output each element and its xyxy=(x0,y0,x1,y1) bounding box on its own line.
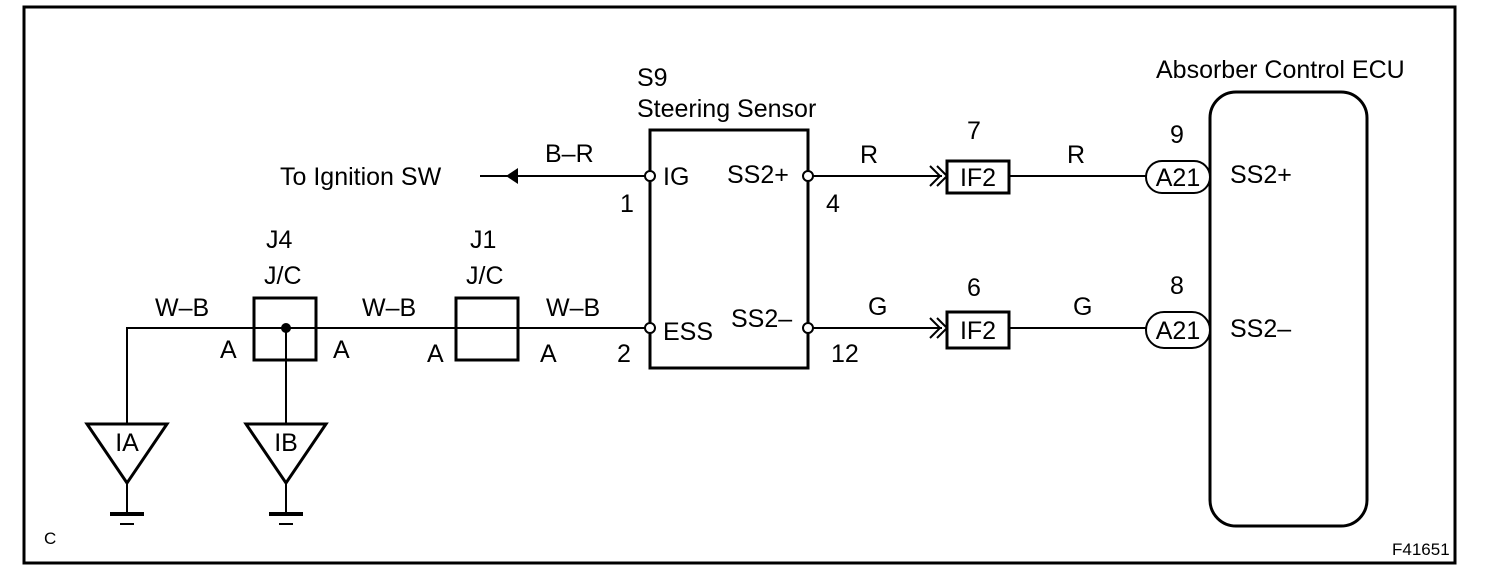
sensor-pin-ss2-plus: SS2+ xyxy=(727,161,789,189)
lower-ecu-connector-code: A21 xyxy=(1156,317,1200,345)
sensor-terminal-ig xyxy=(644,170,656,182)
upper-connector-code: IF2 xyxy=(960,164,996,192)
sensor-pin-ess: ESS xyxy=(663,318,713,346)
j1-left-pin: A xyxy=(427,340,444,368)
sensor-terminal-ss2-plus xyxy=(802,170,814,182)
ecu-title: Absorber Control ECU xyxy=(1156,56,1405,84)
diagram-frame xyxy=(22,5,1457,565)
ignition-wire-color: B–R xyxy=(545,140,594,168)
ecu-body xyxy=(1208,90,1369,528)
lower-wire-left-color: G xyxy=(868,293,887,321)
lower-wire-right-color: G xyxy=(1073,293,1092,321)
ecu-pin-ss2-minus: SS2– xyxy=(1230,315,1291,343)
ground-ib-triangle-icon xyxy=(243,422,329,486)
ground-ib-label: IB xyxy=(274,429,298,457)
sensor-terminal-ess xyxy=(644,322,656,334)
ground-ia-label: IA xyxy=(115,429,139,457)
steering-sensor-body xyxy=(648,128,810,370)
j4-left-pin: A xyxy=(220,336,237,364)
upper-ecu-pin: 9 xyxy=(1170,121,1184,149)
sensor-pin-num-ess: 2 xyxy=(617,340,631,368)
upper-wire-left-color: R xyxy=(860,141,878,169)
lower-connector-chevron-icon xyxy=(929,317,942,339)
lower-ecu-connector xyxy=(1145,311,1211,349)
sensor-pin-num-ss2-minus: 12 xyxy=(831,340,859,368)
upper-ecu-connector-code: A21 xyxy=(1156,164,1200,192)
j1-right-pin: A xyxy=(540,340,557,368)
upper-connector-pin: 7 xyxy=(967,117,981,145)
ground-wire-middle-color: W–B xyxy=(362,294,416,322)
ground-wire-left-color: W–B xyxy=(155,294,209,322)
ground-ia-triangle-icon xyxy=(84,422,170,486)
j1-code: J1 xyxy=(470,226,496,254)
sensor-pin-ig: IG xyxy=(663,163,689,191)
upper-connector-chevron-icon xyxy=(929,165,942,187)
lower-connector-pin: 6 xyxy=(967,274,981,302)
lower-connector-code: IF2 xyxy=(960,317,996,345)
upper-ecu-connector xyxy=(1145,160,1211,194)
ground-wire-right-color: W–B xyxy=(546,294,600,322)
figure-id: F41651 xyxy=(1392,540,1450,559)
upper-wire-right-color: R xyxy=(1067,141,1085,169)
ignition-label: To Ignition SW xyxy=(280,163,442,191)
sensor-name: Steering Sensor xyxy=(637,95,816,123)
sensor-code: S9 xyxy=(637,64,668,92)
j4-code: J4 xyxy=(266,226,293,254)
lower-connector-box xyxy=(945,310,1011,350)
j4-type: J/C xyxy=(264,262,302,290)
ecu-pin-ss2-plus: SS2+ xyxy=(1230,161,1292,189)
lower-ecu-pin: 8 xyxy=(1170,272,1184,300)
j1-type: J/C xyxy=(466,262,504,290)
ignition-arrow-icon xyxy=(506,168,518,184)
j4-right-pin: A xyxy=(333,336,350,364)
corner-mark: C xyxy=(44,529,56,548)
sensor-pin-num-ss2-plus: 4 xyxy=(826,190,840,218)
sensor-pin-num-ig: 1 xyxy=(620,190,634,218)
sensor-terminal-ss2-minus xyxy=(802,322,814,334)
sensor-pin-ss2-minus: SS2– xyxy=(731,305,792,333)
upper-connector-box xyxy=(945,159,1011,195)
ground-wire-main xyxy=(126,327,645,424)
